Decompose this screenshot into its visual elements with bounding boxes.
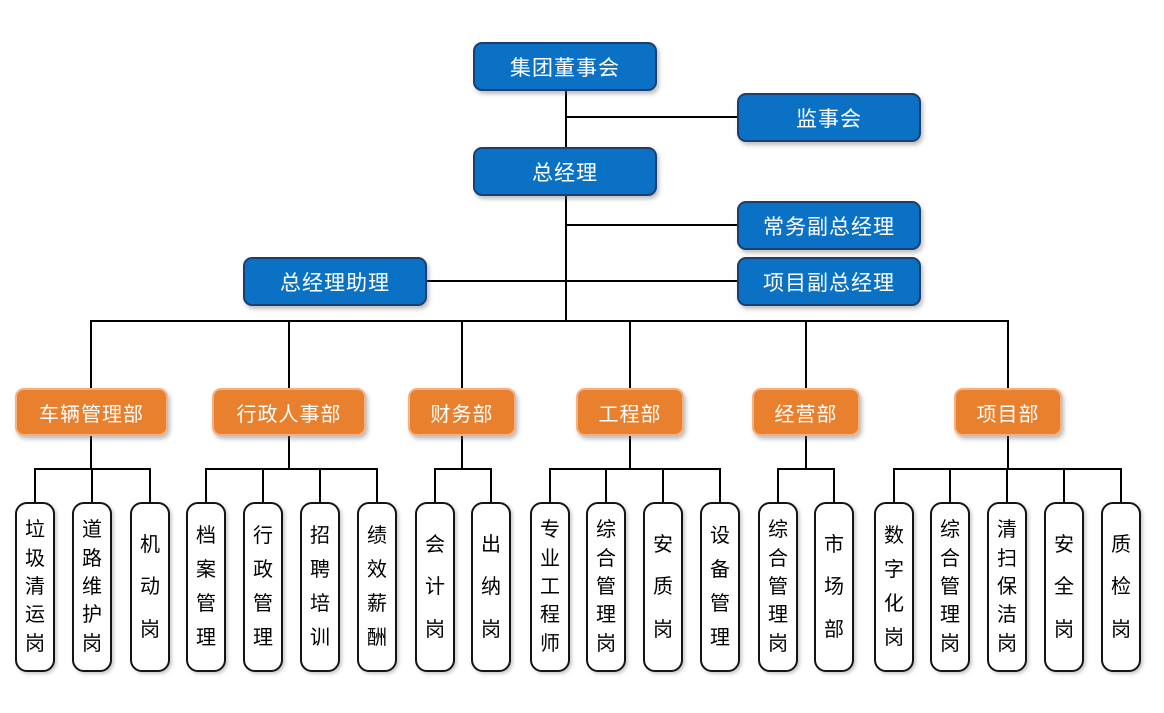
connector-drop-operations xyxy=(805,320,807,388)
connector-pos-drop xyxy=(662,468,664,504)
position-professional-engineer: 专业工程师 xyxy=(530,502,570,672)
connector-pos-drop xyxy=(777,468,779,504)
connector-drop-project xyxy=(1007,320,1009,388)
position-marketing: 市场部 xyxy=(814,502,854,672)
connector-operations-childbus xyxy=(777,468,835,470)
connector-drop-engineering xyxy=(629,320,631,388)
connector-finance-childbus xyxy=(434,468,492,470)
connector-admin-hr-stem xyxy=(288,436,290,469)
node-general-manager: 总经理 xyxy=(473,147,657,196)
position-safety: 安全岗 xyxy=(1044,502,1084,672)
connector-pos-drop xyxy=(893,468,895,504)
position-recruiting-training: 招聘培训 xyxy=(300,502,340,672)
connector-pos-drop xyxy=(434,468,436,504)
connector-pos-drop xyxy=(490,468,492,504)
connector-drop-finance xyxy=(461,320,463,388)
connector-pos-drop xyxy=(1063,468,1065,504)
position-cashier: 出纳岗 xyxy=(471,502,511,672)
node-board: 集团董事会 xyxy=(473,42,657,91)
position-performance-compensation: 绩效薪酬 xyxy=(357,502,397,672)
dept-finance: 财务部 xyxy=(408,388,516,436)
position-quality-inspection: 质检岗 xyxy=(1101,502,1141,672)
node-project-deputy-gm: 项目副总经理 xyxy=(737,257,921,306)
connector-operations-stem xyxy=(805,436,807,469)
node-supervisory-board: 监事会 xyxy=(737,93,921,142)
position-garbage-collection: 垃圾清运岗 xyxy=(15,502,55,672)
position-accountant: 会计岗 xyxy=(415,502,455,672)
connector-supervisory xyxy=(566,116,739,118)
connector-main-trunk xyxy=(565,90,567,322)
connector-pos-drop xyxy=(1120,468,1122,504)
connector-engineering-stem xyxy=(629,436,631,469)
node-executive-deputy-gm: 常务副总经理 xyxy=(737,201,921,250)
position-general-management-ops: 综合管理岗 xyxy=(758,502,798,672)
connector-admin-hr-childbus xyxy=(205,468,378,470)
connector-exec-deputy xyxy=(566,224,739,226)
connector-pos-drop xyxy=(205,468,207,504)
connector-pos-drop xyxy=(605,468,607,504)
connector-drop-vehicle xyxy=(90,320,92,388)
connector-pos-drop xyxy=(34,468,36,504)
connector-pos-drop xyxy=(376,468,378,504)
dept-project: 项目部 xyxy=(954,388,1062,436)
position-archives-management: 档案管理 xyxy=(186,502,226,672)
position-digitalization: 数字化岗 xyxy=(874,502,914,672)
position-general-management-eng: 综合管理岗 xyxy=(586,502,626,672)
position-admin-management: 行政管理 xyxy=(243,502,283,672)
connector-project-stem xyxy=(1007,436,1009,469)
position-sweeping-cleaning: 清扫保洁岗 xyxy=(987,502,1027,672)
connector-pos-drop xyxy=(149,468,151,504)
connector-pos-drop xyxy=(549,468,551,504)
dept-engineering: 工程部 xyxy=(576,388,684,436)
connector-vehicle-stem xyxy=(90,436,92,469)
position-general-management-proj: 综合管理岗 xyxy=(930,502,970,672)
connector-pos-drop xyxy=(719,468,721,504)
dept-vehicle-management: 车辆管理部 xyxy=(15,388,168,436)
connector-pos-drop xyxy=(319,468,321,504)
connector-pos-drop xyxy=(1006,468,1008,504)
node-gm-assistant: 总经理助理 xyxy=(243,257,427,306)
connector-finance-stem xyxy=(461,436,463,469)
connector-assistant-row xyxy=(427,280,739,282)
connector-pos-drop xyxy=(949,468,951,504)
position-equipment-management: 设备管理 xyxy=(700,502,740,672)
position-mobile-duty: 机动岗 xyxy=(130,502,170,672)
position-safety-quality: 安质岗 xyxy=(643,502,683,672)
dept-operations: 经营部 xyxy=(752,388,860,436)
connector-engineering-childbus xyxy=(549,468,721,470)
connector-drop-admin-hr xyxy=(288,320,290,388)
dept-admin-hr: 行政人事部 xyxy=(212,388,366,436)
connector-pos-drop xyxy=(262,468,264,504)
connector-pos-drop xyxy=(833,468,835,504)
connector-dept-bus xyxy=(91,320,1009,322)
position-road-maintenance: 道路维护岗 xyxy=(72,502,112,672)
connector-pos-drop xyxy=(91,468,93,504)
